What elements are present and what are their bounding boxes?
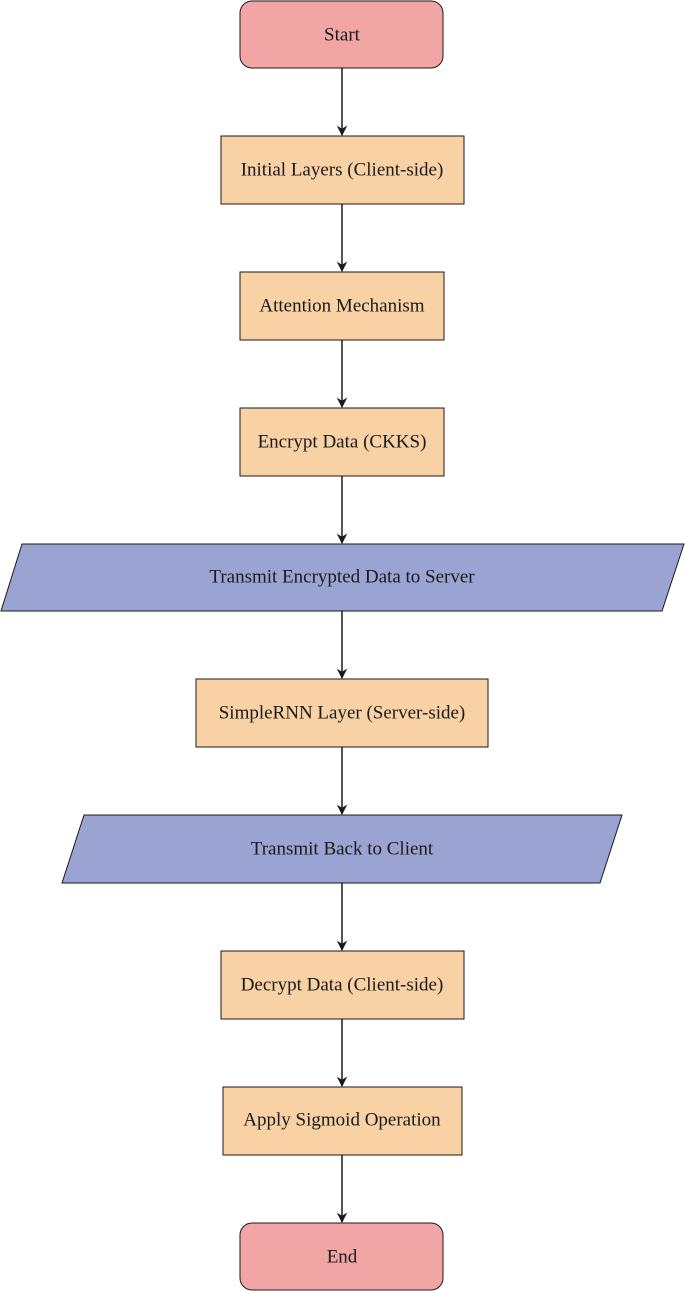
encrypt-data-label: Encrypt Data (CKKS) [258,432,427,453]
node-end: End [239,1222,444,1291]
start-label: Start [324,25,361,46]
attention-mechanism-process-box [239,271,445,341]
node-initial-layers: Initial Layers (Client-side) [220,135,465,205]
decrypt-data-label: Decrypt Data (Client-side) [241,975,444,996]
attention-mechanism-label: Attention Mechanism [259,296,424,317]
transmit-to-server-label: Transmit Encrypted Data to Server [209,567,475,588]
node-transmit-to-server: Transmit Encrypted Data to Server [0,543,685,612]
node-transmit-back: Transmit Back to Client [61,814,623,884]
node-decrypt-data: Decrypt Data (Client-side) [220,950,465,1020]
decrypt-data-process-box [220,950,465,1020]
simplernn-layer-process-box [195,678,489,748]
initial-layers-label: Initial Layers (Client-side) [241,160,444,181]
transmit-back-label: Transmit Back to Client [251,839,434,860]
node-encrypt-data: Encrypt Data (CKKS) [239,407,445,477]
start-terminal-shape [239,0,444,69]
apply-sigmoid-process-box [222,1086,463,1156]
node-simplernn-layer: SimpleRNN Layer (Server-side) [195,678,489,748]
node-apply-sigmoid: Apply Sigmoid Operation [222,1086,463,1156]
end-label: End [327,1247,358,1268]
initial-layers-process-box [220,135,465,205]
apply-sigmoid-label: Apply Sigmoid Operation [243,1110,441,1131]
transmit-back-io-shape [61,814,623,884]
encrypt-data-process-box [239,407,445,477]
transmit-to-server-io-shape [0,543,685,612]
node-start: Start [239,0,444,69]
node-attention-mechanism: Attention Mechanism [239,271,445,341]
end-terminal-shape [239,1222,444,1291]
simplernn-layer-label: SimpleRNN Layer (Server-side) [219,703,466,724]
